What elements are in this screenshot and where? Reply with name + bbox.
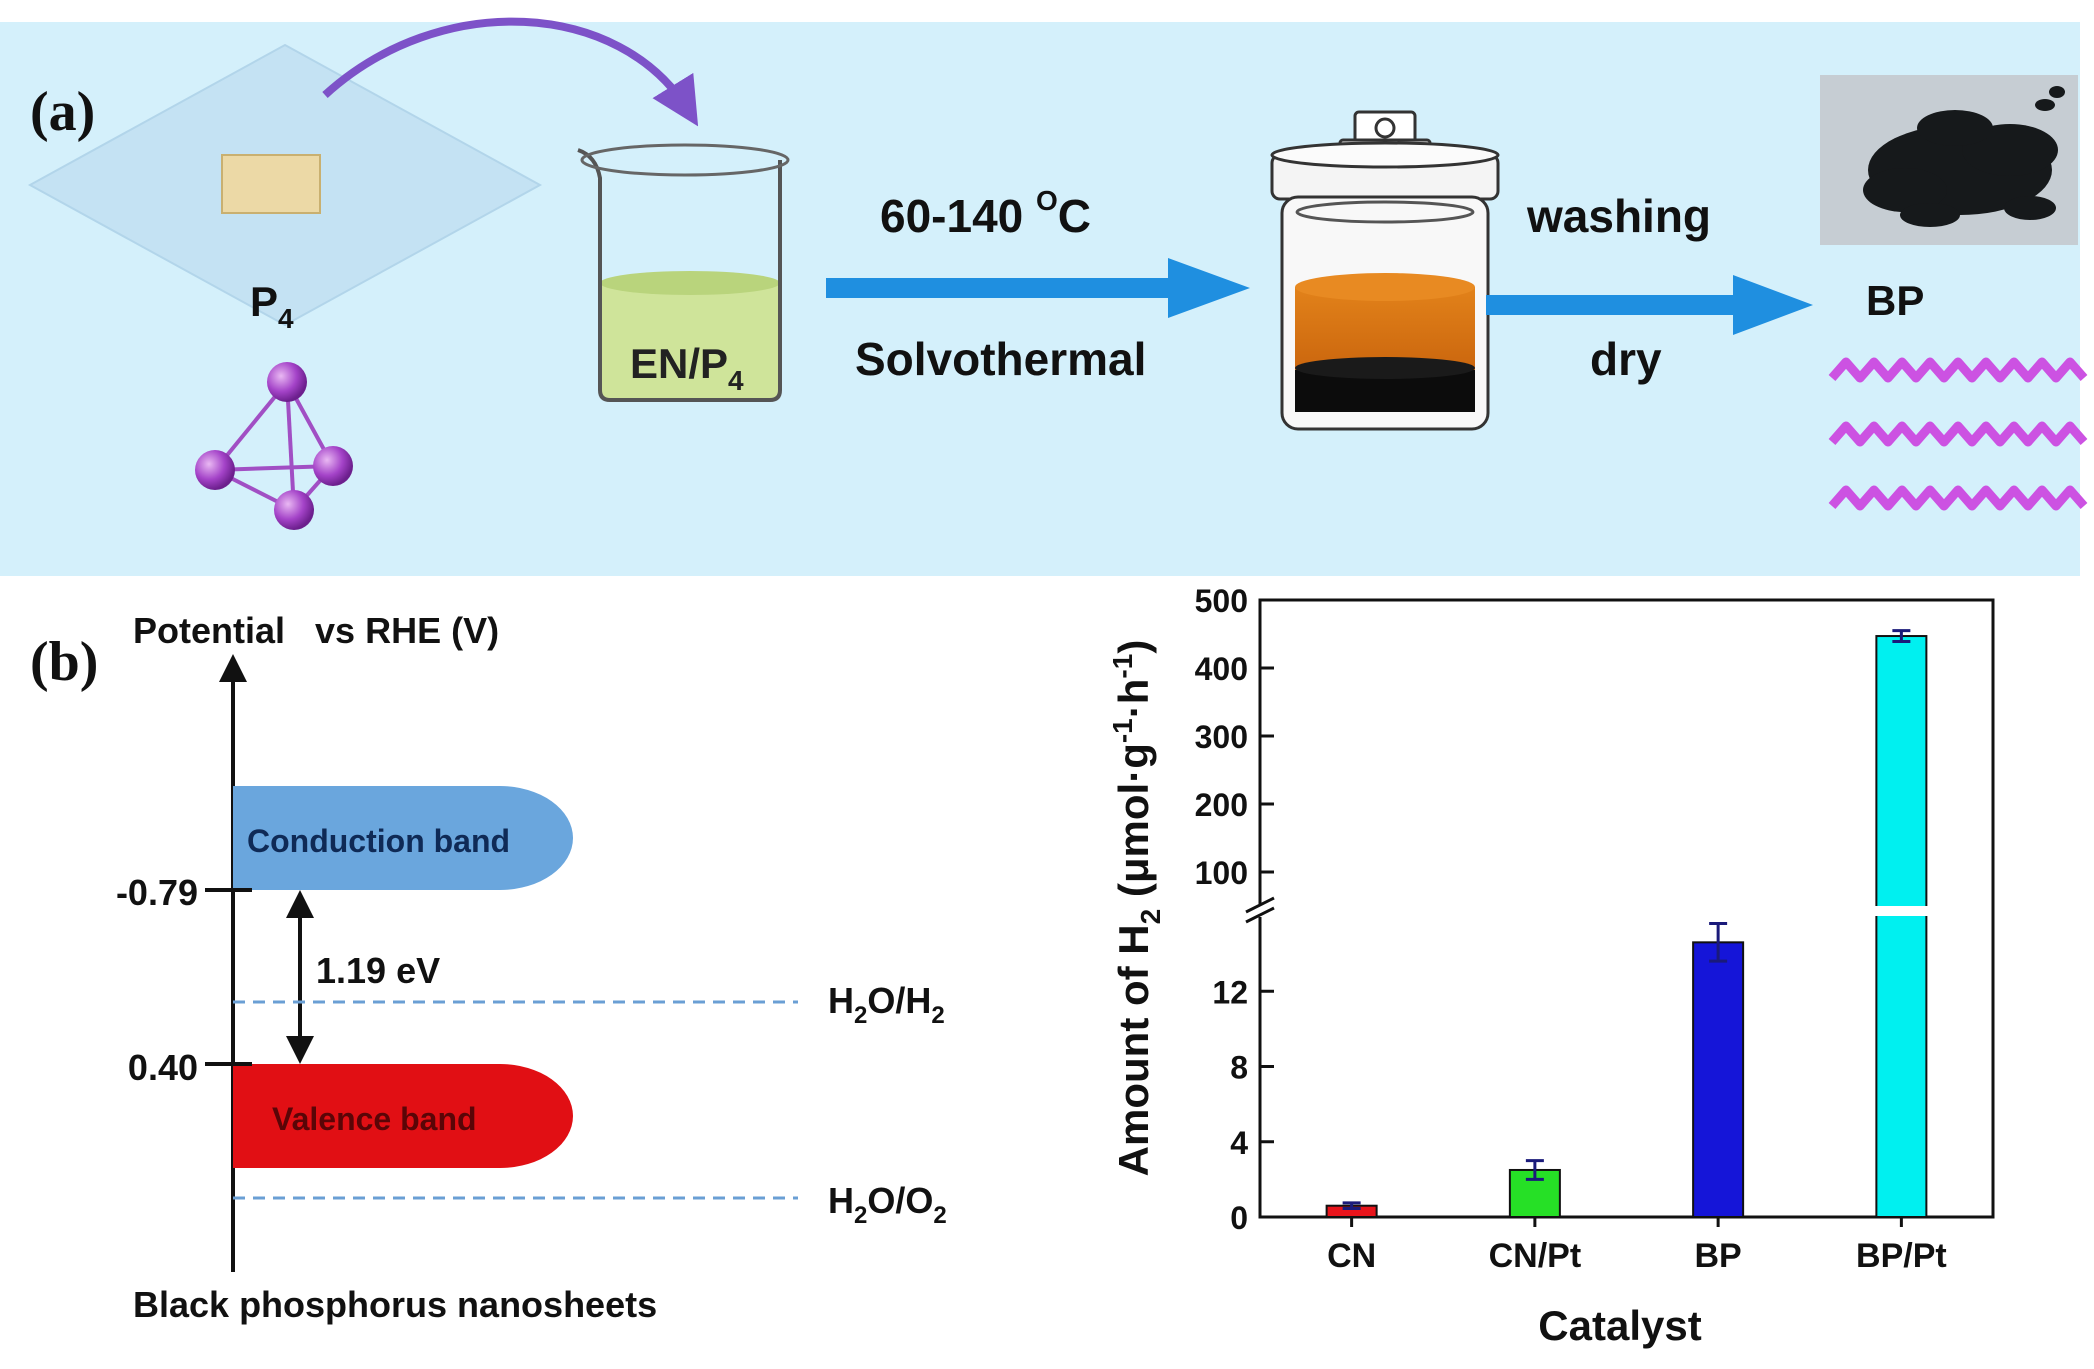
beaker [577, 143, 790, 402]
band-gap-value: 1.19 eV [316, 950, 440, 991]
valence-band [233, 1064, 573, 1168]
h2o-o2-level-label: H2O/O2 [828, 1180, 947, 1229]
y-axis-title: Amount of H2 (μmol·g-1·h-1) [1107, 640, 1166, 1177]
bar-bp [1692, 941, 1745, 1219]
conduction-band-label: Conduction band [247, 823, 510, 859]
autoclave-orange-top [1295, 273, 1475, 301]
beaker-label: EN/P4 [630, 340, 744, 396]
transfer-arrow [322, 17, 699, 127]
panel-a-label: (a) [30, 81, 95, 143]
process-arrow-solvothermal [826, 258, 1250, 318]
panel-b-label: (b) [30, 631, 98, 693]
bar-bp-pt [1875, 635, 1928, 1218]
x-tick-label: BP [1695, 1237, 1742, 1275]
conduction-band [233, 786, 573, 890]
h2-evolution-bar-chart: CN CN/Pt BP BP/Pt 0 4 8 12 100 200 300 400 500 Amoun… [1107, 583, 1995, 1349]
cb-potential-value: -0.79 [116, 872, 198, 913]
phosphorus-atom [313, 446, 353, 486]
process-arrow-washing [1486, 275, 1813, 335]
solvothermal-label: Solvothermal [855, 333, 1146, 385]
p4-label: P4 [250, 278, 294, 334]
y-tick-label-upper: 500 [1195, 583, 1248, 619]
autoclave-black-top [1295, 357, 1475, 379]
x-axis-title: Catalyst [1538, 1302, 1701, 1349]
band-diagram: Potential vs RHE (V) Conduction band Val… [116, 610, 947, 1325]
y-tick-label-lower: 12 [1212, 974, 1248, 1010]
temperature-label: 60-140 OC [880, 185, 1091, 242]
panel-b: (b) Potential vs RHE (V) Conduction band… [30, 583, 1995, 1349]
dry-label: dry [1590, 333, 1662, 385]
y-tick-label-lower: 8 [1230, 1050, 1248, 1086]
phosphorus-atom [195, 450, 235, 490]
bp-photo-particles [1863, 86, 2065, 227]
y-tick-label-upper: 400 [1195, 651, 1248, 687]
axis-break-mark [1245, 896, 1275, 914]
axis-break-mark [1245, 906, 1275, 924]
x-tick-label: BP/Pt [1856, 1237, 1947, 1275]
phosphorus-atom [274, 490, 314, 530]
x-tick-label: CN/Pt [1489, 1237, 1582, 1275]
bar-break-gap [1874, 906, 1929, 916]
y-tick-label-upper: 200 [1195, 787, 1248, 823]
washing-label: washing [1526, 190, 1711, 242]
band-diagram-caption: Black phosphorus nanosheets [133, 1284, 657, 1325]
vb-potential-value: 0.40 [128, 1047, 198, 1088]
panel-a: (a) P4 EN/P4 60-140 OC Solvoth [0, 17, 2088, 576]
y-tick-label-lower: 4 [1230, 1125, 1248, 1161]
phosphorus-atom [267, 362, 307, 402]
h2o-h2-level-label: H2O/H2 [828, 980, 945, 1029]
potential-axis-title: Potential vs RHE (V) [133, 610, 499, 651]
p4-sample-block [221, 154, 321, 214]
y-tick-label-upper: 300 [1195, 719, 1248, 755]
bp-layered-structure [1828, 357, 2088, 511]
bp-label: BP [1866, 277, 1924, 324]
x-tick-label: CN [1327, 1237, 1376, 1275]
y-tick-label-upper: 100 [1195, 855, 1248, 891]
valence-band-label: Valence band [272, 1101, 477, 1137]
y-tick-label-lower: 0 [1230, 1200, 1248, 1236]
